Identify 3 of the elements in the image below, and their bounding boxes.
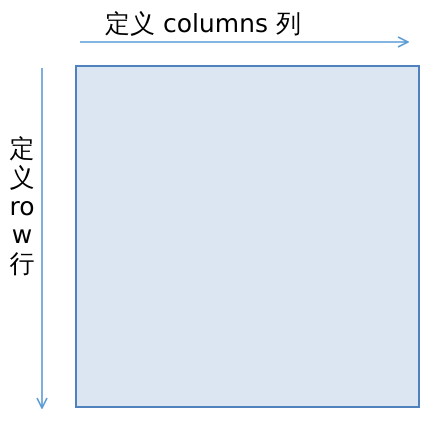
square-box (75, 65, 420, 408)
row-label: 定义 row 行 (8, 135, 36, 279)
column-label: 定义 columns 列 (105, 11, 301, 36)
